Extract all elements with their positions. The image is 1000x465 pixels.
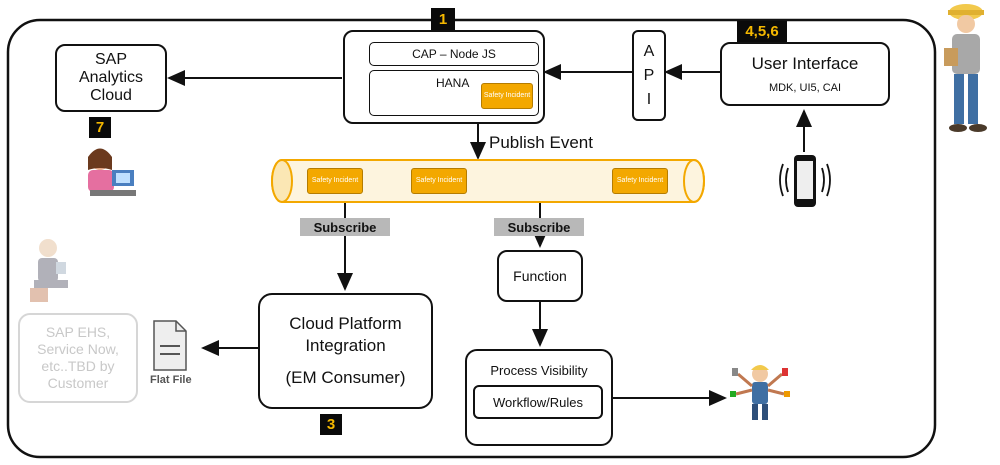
process-visibility-title: Process Visibility <box>490 363 588 378</box>
technician-icon <box>730 365 790 420</box>
badge-7: 7 <box>89 117 111 138</box>
safety-incident-chip-2: Safety Incident <box>411 168 467 194</box>
api-letter-p: P <box>643 66 655 84</box>
external-line3: etc..TBD by <box>41 358 115 374</box>
function-box: Function <box>497 250 583 302</box>
analytics-line2: Analytics <box>78 69 144 86</box>
event-mesh-tube <box>271 159 705 203</box>
cpi-line3: (EM Consumer) <box>285 368 406 387</box>
user-interface-title: User Interface <box>751 54 859 73</box>
badge-4-5-6: 4,5,6 <box>737 21 787 42</box>
safety-incident-chip-3: Safety Incident <box>612 168 668 194</box>
sap-analytics-cloud-box: SAP Analytics Cloud <box>55 44 167 112</box>
analytics-line3: Cloud <box>90 87 132 104</box>
cap-nodejs-label: CAP – Node JS <box>412 47 496 61</box>
cpi-line1: Cloud Platform <box>289 314 402 333</box>
workflow-rules-label: Workflow/Rules <box>492 394 584 410</box>
file-icon <box>153 320 187 371</box>
user-interface-subtitle: MDK, UI5, CAI <box>768 82 842 94</box>
analytics-line1: SAP <box>94 51 127 68</box>
outer-frame <box>6 18 937 459</box>
badge-3: 3 <box>320 414 342 435</box>
external-system-box: SAP EHS, Service Now, etc..TBD by Custom… <box>18 313 138 403</box>
phone-icon <box>779 155 831 207</box>
api-letter-i: I <box>646 90 652 108</box>
hana-label: HANA <box>436 76 470 90</box>
subscribe-label-function: Subscribe <box>494 218 584 236</box>
api-box: A P I <box>632 30 666 121</box>
worker-icon <box>944 4 987 132</box>
workflow-rules-box: Workflow/Rules <box>473 385 603 419</box>
user-interface-box: User Interface MDK, UI5, CAI <box>720 42 890 106</box>
cloud-platform-integration-box: Cloud Platform Integration (EM Consumer) <box>258 293 433 409</box>
flat-file-label: Flat File <box>150 374 192 386</box>
cap-nodejs-box: CAP – Node JS <box>369 42 539 66</box>
analyst-icon <box>88 148 136 196</box>
function-label: Function <box>513 268 567 284</box>
safety-incident-chip-hana: Safety Incident <box>481 83 533 109</box>
sitting-person-icon <box>30 239 68 302</box>
badge-1: 1 <box>431 8 455 30</box>
cpi-line2: Integration <box>305 336 386 355</box>
safety-incident-chip-1: Safety Incident <box>307 168 363 194</box>
external-line1: SAP EHS, <box>45 324 111 340</box>
publish-event-label: Publish Event <box>489 133 593 152</box>
api-letter-a: A <box>643 42 655 60</box>
external-line4: Customer <box>47 375 109 391</box>
external-line2: Service Now, <box>37 341 119 357</box>
subscribe-label-cpi: Subscribe <box>300 218 390 236</box>
